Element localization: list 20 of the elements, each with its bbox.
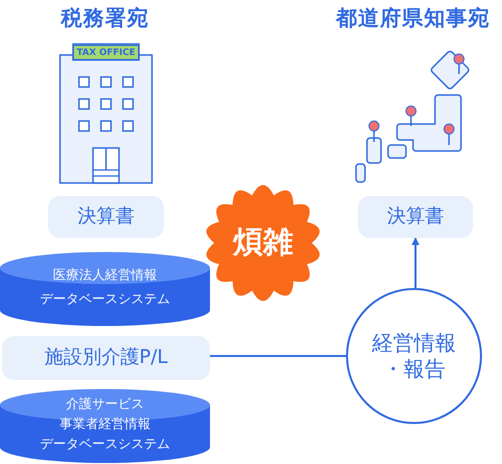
cylinder-text: データベースシステム [40,436,170,454]
cylinder-text: データベースシステム [40,291,170,309]
cylinder-text: 医療法人経営情報 [53,267,157,285]
label-text: 決算書 [387,205,444,229]
database-cylinder [0,389,210,463]
circle-text: ・報告 [382,356,446,382]
database-cylinder [0,252,210,326]
arrow [412,237,420,288]
connector-line [210,355,346,357]
document-label [358,196,473,238]
sign-text: TAX OFFICE [73,45,139,60]
document-label [2,336,210,380]
heading: 税務署宛 [60,5,150,32]
heading: 都道府県知事宛 [334,5,491,32]
cylinder-text: 事業者経営情報 [60,416,150,434]
circle-text: 経営情報 [372,330,456,356]
label-text: 施設別介護P/L [44,346,168,370]
cylinder-text: 介護サービス [66,396,144,414]
burst-text: 煩雑 [233,224,293,262]
label-text: 決算書 [78,205,134,229]
